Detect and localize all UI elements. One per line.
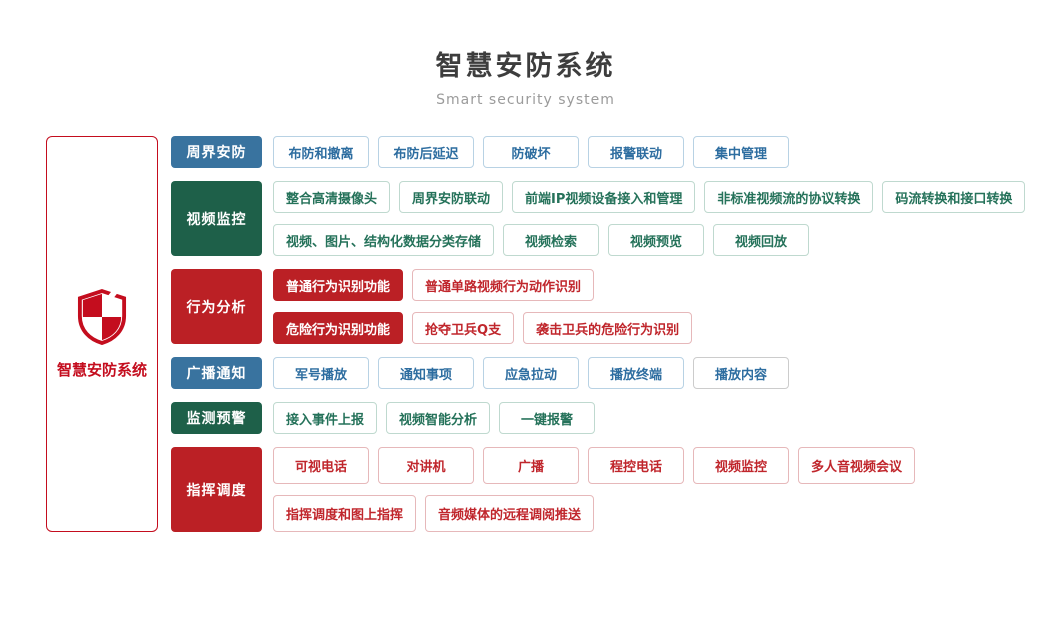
feature-line: 布防和撤离布防后延迟防破坏报警联动集中管理: [273, 136, 789, 168]
category-block-monitor-warning: 监测预警: [171, 402, 262, 434]
feature-box: 音频媒体的远程调阅推送: [425, 495, 595, 532]
feature-box: 整合高清摄像头: [273, 181, 391, 213]
category-block-video-surveillance: 视频监控: [171, 181, 262, 256]
feature-box: 危险行为识别功能: [273, 312, 404, 344]
feature-box: 通知事项: [378, 357, 474, 389]
feature-box: 防破坏: [483, 136, 579, 168]
feature-box: 播放内容: [693, 357, 789, 389]
page-title: 智慧安防系统: [435, 51, 616, 82]
feature-line: 可视电话对讲机广播程控电话视频监控多人音视频会议: [273, 447, 916, 484]
feature-box: 对讲机: [378, 447, 474, 484]
section-command-dispatch: 指挥调度可视电话对讲机广播程控电话视频监控多人音视频会议指挥调度和图上指挥音频媒…: [171, 447, 1025, 532]
feature-box: 集中管理: [693, 136, 789, 168]
feature-box: 视频检索: [503, 224, 600, 256]
feature-box: 非标准视频流的协议转换: [704, 181, 874, 213]
category-block-broadcast-notice: 广播通知: [171, 357, 262, 389]
feature-line: 普通行为识别功能普通单路视频行为动作识别: [273, 269, 692, 301]
category-block-perimeter-security: 周界安防: [171, 136, 262, 168]
feature-line: 军号播放通知事项应急拉动播放终端播放内容: [273, 357, 789, 389]
feature-line: 危险行为识别功能抢夺卫兵Q支袭击卫兵的危险行为识别: [273, 312, 693, 344]
feature-box: 多人音视频会议: [798, 447, 916, 484]
feature-box: 周界安防联动: [399, 181, 504, 213]
feature-box: 报警联动: [588, 136, 684, 168]
section-broadcast-notice: 广播通知军号播放通知事项应急拉动播放终端播放内容: [171, 357, 1025, 389]
feature-column-perimeter-security: 布防和撤离布防后延迟防破坏报警联动集中管理: [273, 136, 789, 168]
section-behavior-analysis: 行为分析普通行为识别功能普通单路视频行为动作识别危险行为识别功能抢夺卫兵Q支袭击…: [171, 269, 1025, 344]
feature-box: 视频预览: [608, 224, 705, 256]
section-perimeter-security: 周界安防布防和撤离布防后延迟防破坏报警联动集中管理: [171, 136, 1025, 168]
root-label: 智慧安防系统: [56, 360, 147, 379]
feature-line: 整合高清摄像头周界安防联动前端IP视频设备接入和管理非标准视频流的协议转换码流转…: [273, 181, 1026, 213]
feature-box: 可视电话: [273, 447, 369, 484]
feature-box: 视频回放: [713, 224, 810, 256]
feature-box: 指挥调度和图上指挥: [273, 495, 417, 532]
section-monitor-warning: 监测预警接入事件上报视频智能分析一键报警: [171, 402, 1025, 434]
feature-box: 码流转换和接口转换: [882, 181, 1026, 213]
feature-column-video-surveillance: 整合高清摄像头周界安防联动前端IP视频设备接入和管理非标准视频流的协议转换码流转…: [273, 181, 1026, 256]
feature-box: 视频智能分析: [386, 402, 491, 434]
feature-box: 视频监控: [693, 447, 789, 484]
feature-box: 前端IP视频设备接入和管理: [512, 181, 696, 213]
feature-box: 播放终端: [588, 357, 684, 389]
page-header: 智慧安防系统 Smart security system: [0, 0, 1051, 108]
feature-box: 程控电话: [588, 447, 684, 484]
page-subtitle: Smart security system: [436, 92, 615, 108]
feature-column-broadcast-notice: 军号播放通知事项应急拉动播放终端播放内容: [273, 357, 789, 389]
category-block-command-dispatch: 指挥调度: [171, 447, 262, 532]
category-block-behavior-analysis: 行为分析: [171, 269, 262, 344]
feature-box: 袭击卫兵的危险行为识别: [523, 312, 693, 344]
feature-box: 一键报警: [499, 402, 596, 434]
feature-box: 抢夺卫兵Q支: [412, 312, 515, 344]
feature-column-monitor-warning: 接入事件上报视频智能分析一键报警: [273, 402, 596, 434]
diagram: 智慧安防系统 周界安防布防和撤离布防后延迟防破坏报警联动集中管理视频监控整合高清…: [46, 136, 1051, 532]
feature-box: 接入事件上报: [273, 402, 378, 434]
feature-box: 视频、图片、结构化数据分类存储: [273, 224, 495, 256]
sections-container: 周界安防布防和撤离布防后延迟防破坏报警联动集中管理视频监控整合高清摄像头周界安防…: [171, 136, 1026, 532]
feature-line: 接入事件上报视频智能分析一键报警: [273, 402, 596, 434]
section-video-surveillance: 视频监控整合高清摄像头周界安防联动前端IP视频设备接入和管理非标准视频流的协议转…: [171, 181, 1026, 256]
feature-box: 应急拉动: [483, 357, 579, 389]
feature-line: 视频、图片、结构化数据分类存储视频检索视频预览视频回放: [273, 224, 1025, 256]
root-panel: 智慧安防系统: [46, 136, 158, 532]
feature-box: 普通行为识别功能: [273, 269, 404, 301]
shield-icon: [77, 288, 127, 345]
feature-box: 布防和撤离: [273, 136, 369, 168]
feature-box: 布防后延迟: [378, 136, 474, 168]
feature-box: 普通单路视频行为动作识别: [412, 269, 595, 301]
feature-column-behavior-analysis: 普通行为识别功能普通单路视频行为动作识别危险行为识别功能抢夺卫兵Q支袭击卫兵的危…: [273, 269, 693, 344]
feature-box: 广播: [483, 447, 579, 484]
feature-line: 指挥调度和图上指挥音频媒体的远程调阅推送: [273, 495, 915, 532]
feature-box: 军号播放: [273, 357, 369, 389]
feature-column-command-dispatch: 可视电话对讲机广播程控电话视频监控多人音视频会议指挥调度和图上指挥音频媒体的远程…: [273, 447, 916, 532]
